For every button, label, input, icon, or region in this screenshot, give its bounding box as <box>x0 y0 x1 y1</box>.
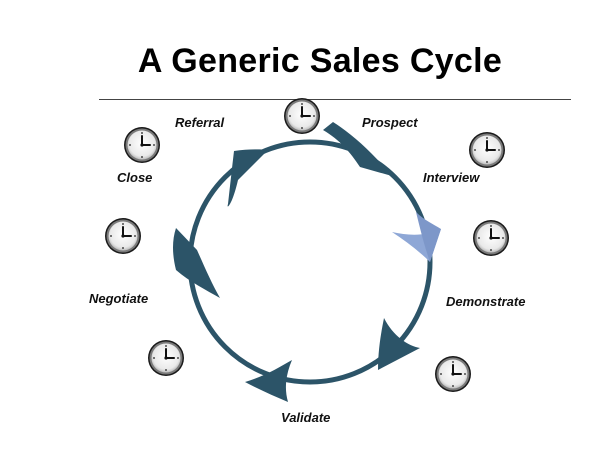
clock-icon <box>434 355 472 393</box>
arrowhead-prospect <box>323 122 392 176</box>
arrowhead-negotiate <box>173 228 220 298</box>
arrowhead-interview <box>392 212 441 262</box>
clock-icon <box>147 339 185 377</box>
arrowhead-close <box>227 149 268 207</box>
stage-label-validate: Validate <box>281 410 330 425</box>
stage-label-negotiate: Negotiate <box>89 291 148 306</box>
clock-icon <box>104 217 142 255</box>
stage-label-referral: Referral <box>175 115 225 130</box>
clock-icon <box>468 131 506 169</box>
title-divider <box>99 99 571 100</box>
stage-label-prospect: Prospect <box>362 115 418 130</box>
clock-icon <box>283 97 321 135</box>
clock-icon <box>472 219 510 257</box>
arrowhead-validate <box>245 360 292 402</box>
arrowhead-demonstrate <box>378 318 420 370</box>
stage-label-interview: Interview <box>423 170 480 185</box>
stage-label-demonstrate: Demonstrate <box>446 294 525 309</box>
stage-label-close: Close <box>117 170 152 185</box>
clock-icon <box>123 126 161 164</box>
page-title: A Generic Sales Cycle <box>137 42 503 80</box>
